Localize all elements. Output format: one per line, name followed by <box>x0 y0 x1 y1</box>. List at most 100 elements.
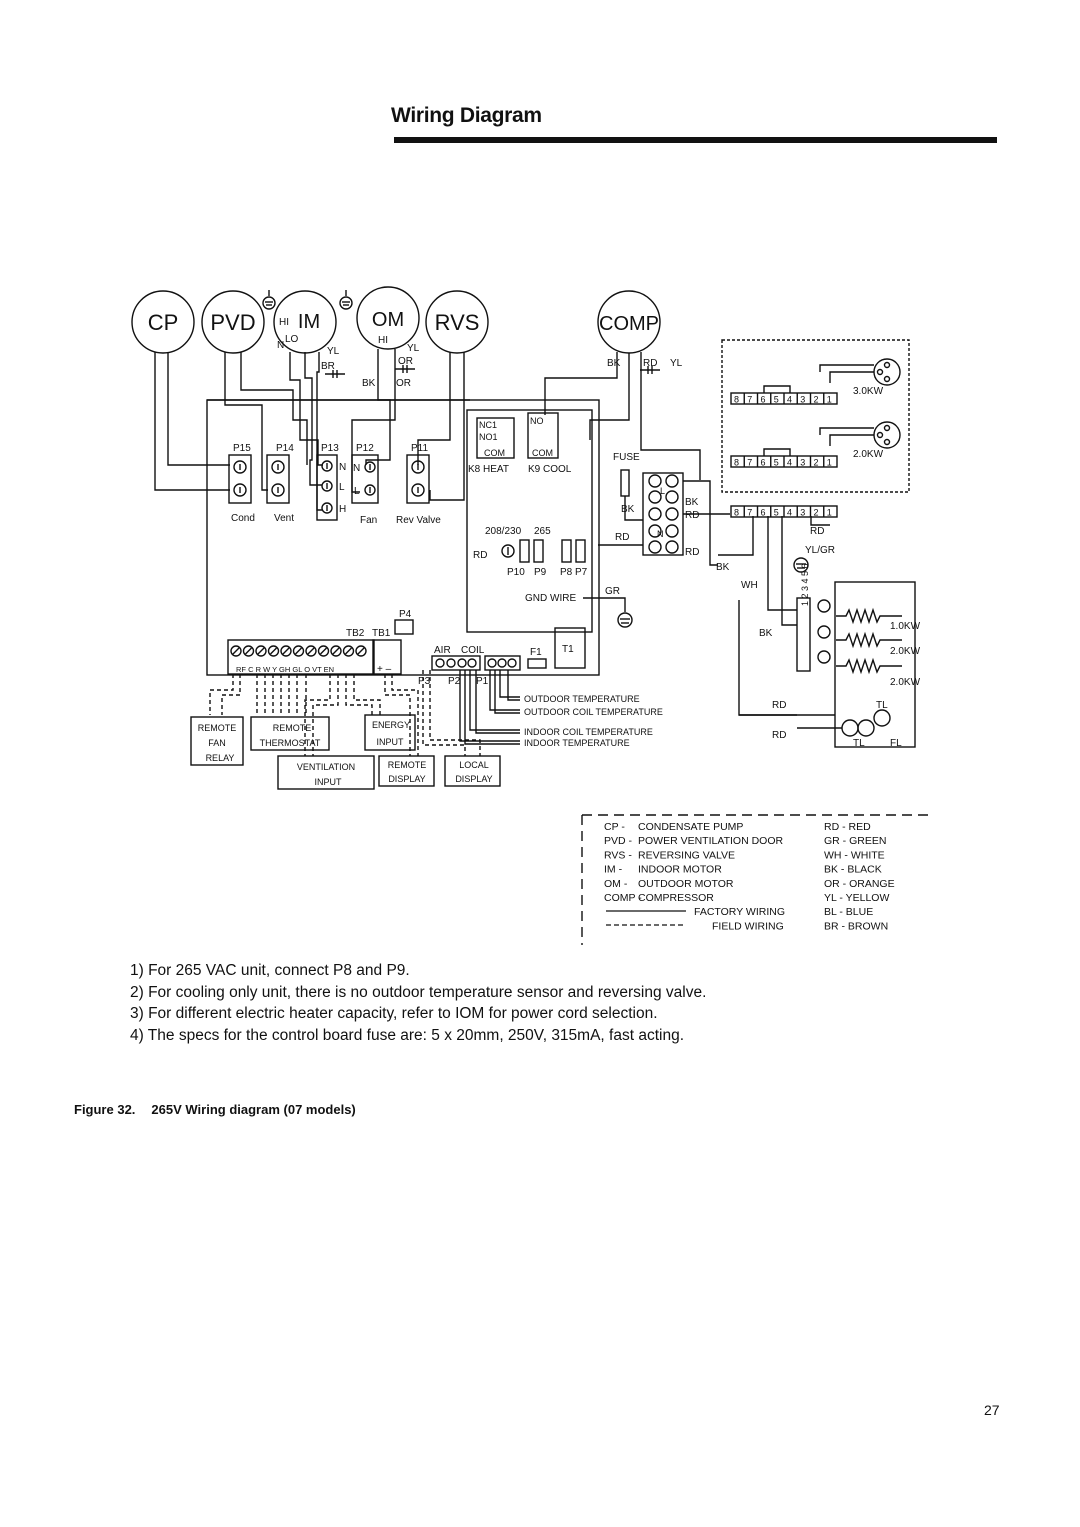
im-hi: HI <box>279 317 289 328</box>
connector-label-p13: P13 <box>321 443 339 454</box>
heater-1kw-label: 1.0KW <box>890 621 921 632</box>
svg-text:REMOTE: REMOTE <box>198 723 237 733</box>
svg-text:FAN: FAN <box>208 738 226 748</box>
wire-label-rd: RD <box>643 358 657 369</box>
svg-text:LOCAL: LOCAL <box>459 760 489 770</box>
heater-2kw-label: 2.0KW <box>853 449 884 460</box>
note-item: 3) For different electric heater capacit… <box>130 1005 658 1022</box>
power-plug-icon <box>873 421 901 449</box>
plug-pin-label: 1 <box>827 458 832 468</box>
energy-input-box: ENERGY INPUT <box>364 714 416 751</box>
screw-terminal-icon <box>317 645 330 657</box>
remote-thermostat-box: REMOTE THERMOSTAT <box>250 716 330 751</box>
legend-meaning: CONDENSATE PUMP <box>638 821 743 833</box>
heater-2kw-label: 2.0KW <box>890 677 921 688</box>
figure-caption: Figure 32.265V Wiring diagram (07 models… <box>74 1102 372 1117</box>
legend-color: GR - GREEN <box>824 835 886 847</box>
figure-number: Figure 32. <box>74 1102 136 1117</box>
voltage-265: 265 <box>534 526 551 537</box>
note-item: 2) For cooling only unit, there is no ou… <box>130 983 707 1001</box>
svg-text:INPUT: INPUT <box>315 777 343 787</box>
plug-pin-label: 3 <box>800 508 805 518</box>
wire-label-yl: YL <box>327 346 340 357</box>
wire-label-rd: RD <box>685 510 699 521</box>
relay-no1: NO1 <box>479 432 498 442</box>
wire-label-yl: YL <box>670 358 683 369</box>
legend-meaning: FACTORY WIRING <box>694 906 785 918</box>
connector-cond-label: Cond <box>231 513 255 524</box>
svg-text:RELAY: RELAY <box>206 753 235 763</box>
connector-vent-label: Vent <box>274 513 294 524</box>
terminal-block-tb1: + – <box>372 639 402 675</box>
legend-color: BL - BLUE <box>824 906 873 918</box>
rvs-valve-icon: RVS <box>425 290 489 354</box>
legend-abbr: IM - <box>604 864 623 876</box>
screw-terminal-icon <box>342 645 355 657</box>
screw-terminal-icon <box>242 645 255 657</box>
wire-label-rd: RD <box>615 532 629 543</box>
plug-pin-label: 5 <box>774 508 779 518</box>
fusible-link-label: FL <box>890 738 902 749</box>
power-plug-icon <box>873 358 901 386</box>
capacitor-icon <box>640 366 660 374</box>
wire-label-br: BR <box>321 361 335 372</box>
relay-section <box>466 409 593 633</box>
sensor-coil-label: COIL <box>461 645 485 656</box>
svg-text:DISPLAY: DISPLAY <box>388 774 425 784</box>
tb2-terminals: RF C R W Y GH GL O VT EN <box>236 665 334 674</box>
relay-k8: K8 HEAT <box>468 464 509 475</box>
fuse-label: FUSE <box>613 452 640 463</box>
connector-p3: P3 <box>418 676 431 687</box>
legend-color: BR - BROWN <box>824 920 888 932</box>
svg-text:N: N <box>657 529 664 539</box>
thermal-fuse-icons <box>817 599 831 664</box>
svg-text:L: L <box>354 486 360 497</box>
wire-label-rd: RD <box>772 730 786 741</box>
svg-text:H: H <box>339 504 346 515</box>
relay-nc1: NC1 <box>479 420 497 430</box>
connector-label-p11: P11 <box>411 443 428 454</box>
field-wiring <box>209 670 481 756</box>
legend-meaning: COMPRESSOR <box>638 892 714 904</box>
svg-text:REMOTE: REMOTE <box>388 760 427 770</box>
connector-fan-label: Fan <box>360 515 377 526</box>
im-motor-icon: IM HI LO N <box>273 290 337 354</box>
screw-terminal-icon <box>305 645 317 657</box>
wire-label-rd: RD <box>772 700 786 711</box>
legend-color: BK - BLACK <box>824 864 882 876</box>
im-lo: LO <box>285 334 299 345</box>
wire-label-or: OR <box>396 378 411 389</box>
thermal-limit-label: TL <box>853 738 865 749</box>
remote-fan-relay-box: REMOTE FAN RELAY <box>190 716 244 766</box>
gnd-wire-label: GND WIRE <box>525 593 576 604</box>
connector-p15 <box>228 454 252 504</box>
rvs-label: RVS <box>435 310 480 335</box>
legend-meaning: REVERSING VALVE <box>638 849 735 861</box>
cp-motor-icon: CP <box>131 290 195 354</box>
plug-pin-label: 6 <box>761 458 766 468</box>
legend-abbr: CP - <box>604 821 625 833</box>
plug-pin-label: 7 <box>747 395 752 405</box>
thermal-limit-label: TL <box>876 700 888 711</box>
svg-text:N: N <box>353 463 360 474</box>
terminal-p8-p7: P8 P7 <box>560 567 588 578</box>
connector-label-p15: P15 <box>233 443 251 454</box>
om-label: OM <box>372 309 404 331</box>
voltage-208: 208/230 <box>485 526 522 537</box>
connector-p1: P1 <box>476 676 489 687</box>
legend-abbr: RVS - <box>604 849 632 861</box>
sensor-air-label: AIR <box>434 645 451 656</box>
relay-k9: K9 COOL <box>528 464 572 475</box>
notes-list: 1) For 265 VAC unit, connect P8 and P9. … <box>130 960 706 1046</box>
connector-p4: P4 <box>399 609 412 620</box>
heater-plug-section <box>721 339 910 493</box>
svg-text:L: L <box>339 482 345 493</box>
wire-label-rd: RD <box>473 550 487 561</box>
legend-box <box>581 814 930 945</box>
screw-terminal-icon <box>255 645 267 657</box>
legend-color: OR - ORANGE <box>824 878 895 890</box>
compressor-icon: COMP <box>597 290 661 354</box>
note-item: 4) The specs for the control board fuse … <box>130 1026 684 1044</box>
